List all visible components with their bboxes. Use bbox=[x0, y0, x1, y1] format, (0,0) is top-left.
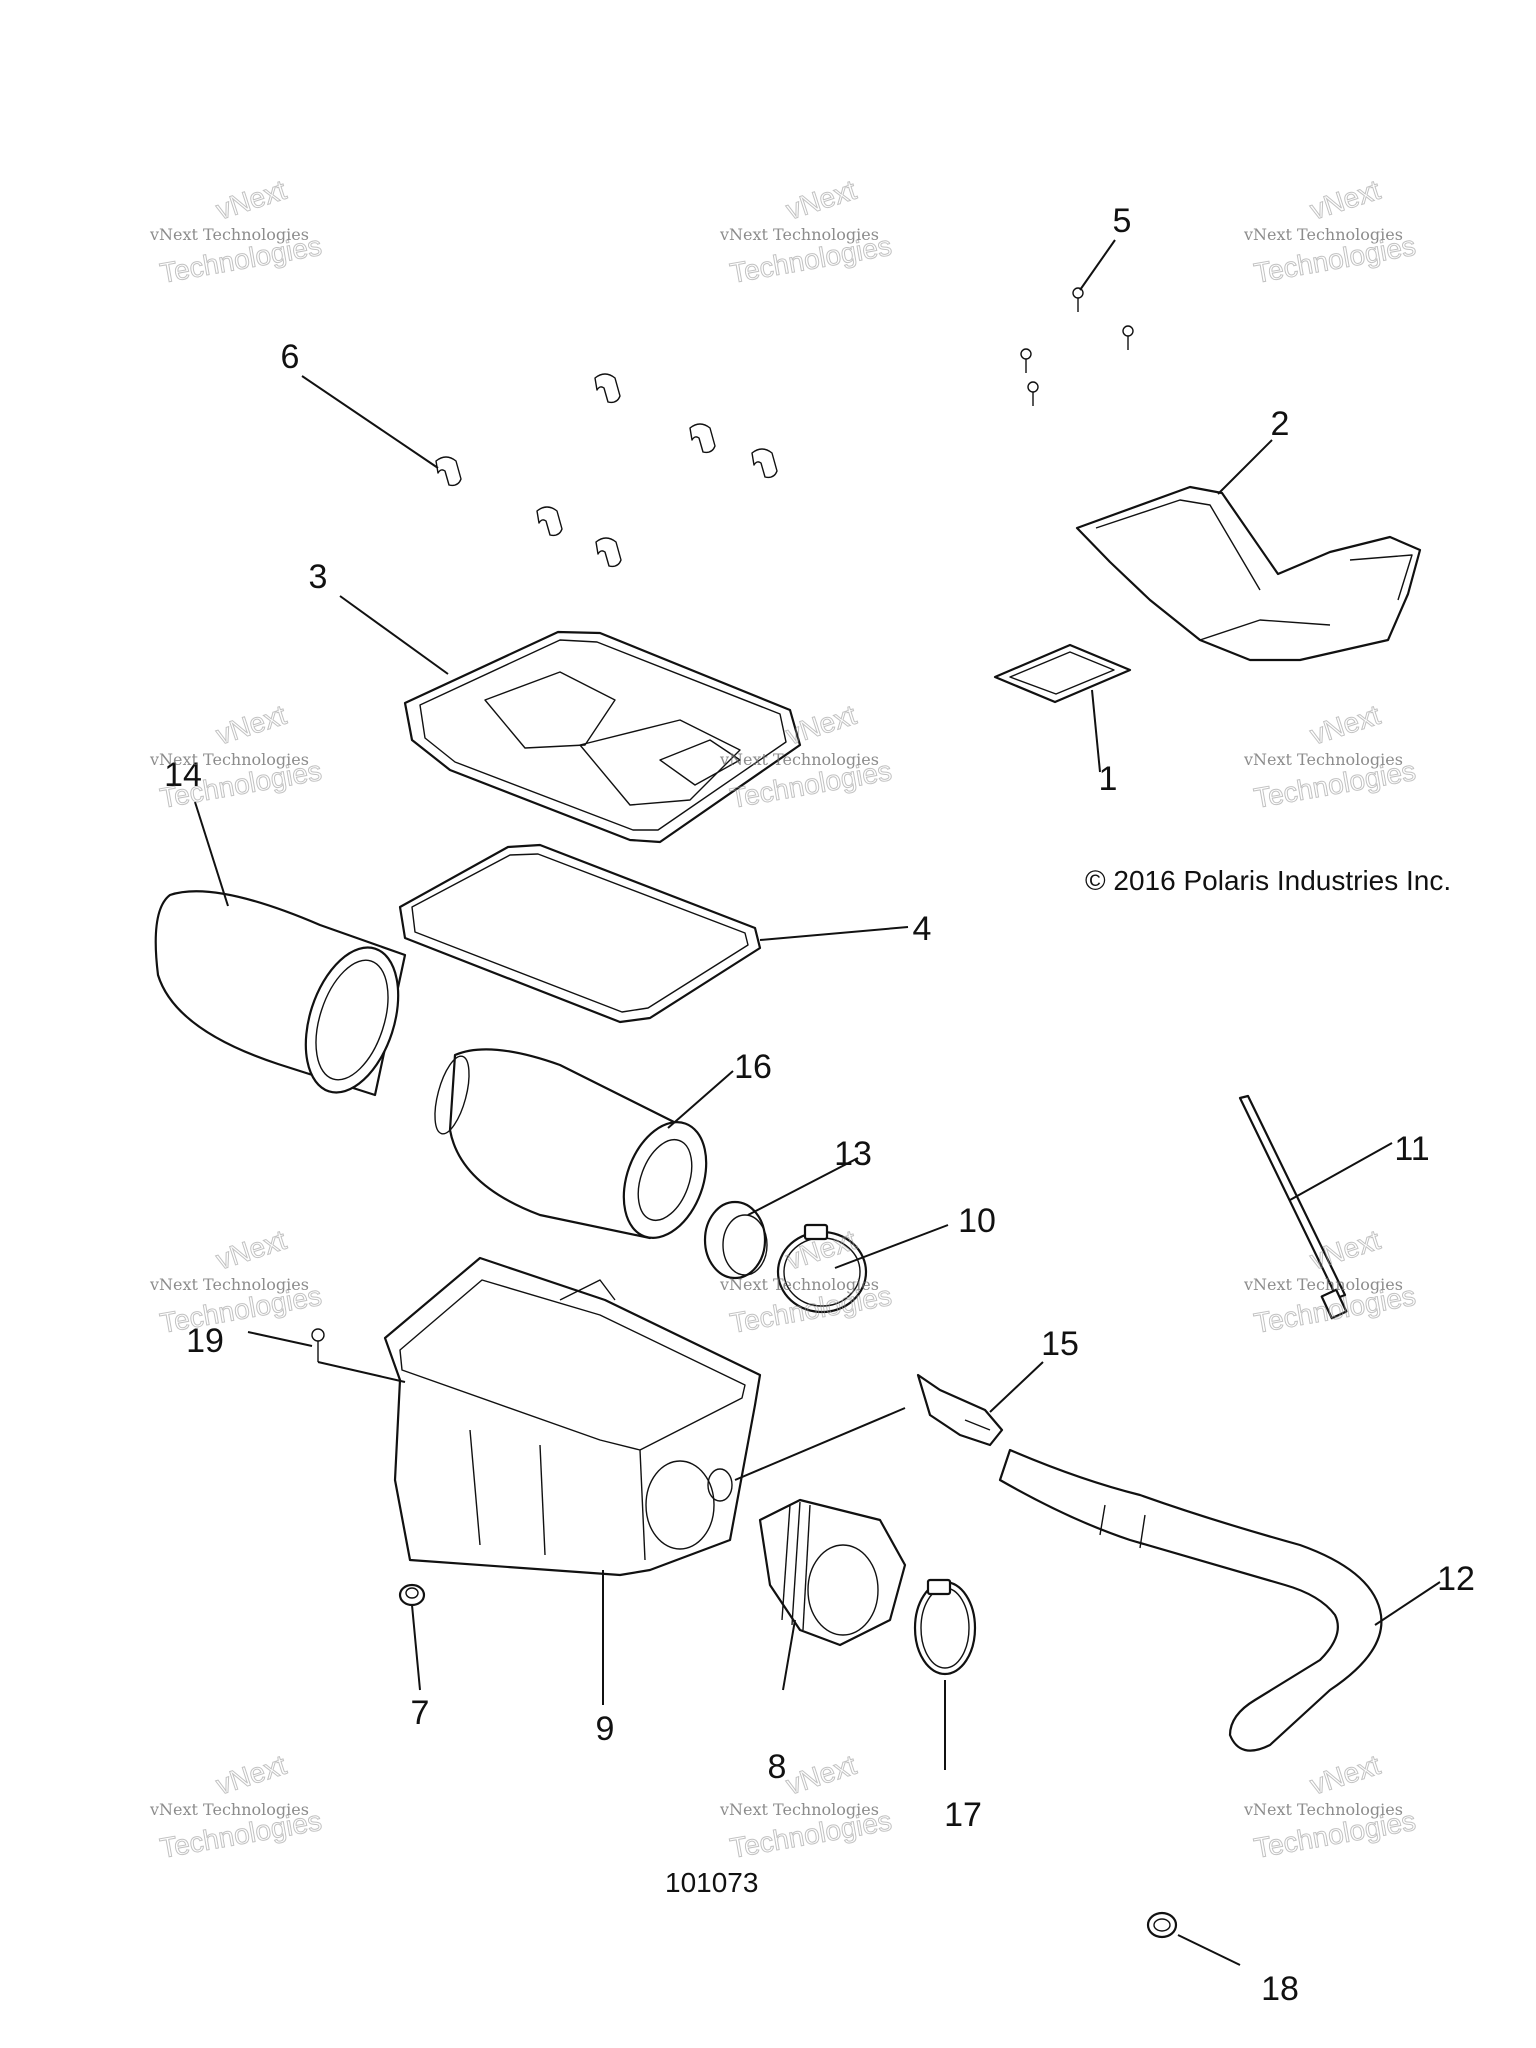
watermark-r4c2: vNext vNext Technologies Technologies bbox=[719, 1749, 895, 1865]
leader-lines bbox=[194, 239, 1441, 1966]
callout-19: 19 bbox=[186, 1322, 224, 1360]
callout-labels: 1 2 3 4 5 6 7 8 9 10 11 12 13 14 15 16 1… bbox=[164, 202, 1475, 2008]
svg-text:vNext: vNext bbox=[1306, 1749, 1384, 1801]
callout-2: 2 bbox=[1271, 405, 1290, 443]
callout-11: 11 bbox=[1394, 1130, 1429, 1168]
drain-cap-7 bbox=[398, 1583, 426, 1607]
watermark-r1c2: vNext vNext Technologies Technologies bbox=[719, 174, 895, 290]
svg-text:vNext Technologies: vNext Technologies bbox=[149, 1275, 309, 1294]
callout-3: 3 bbox=[309, 558, 328, 596]
callout-16: 16 bbox=[734, 1048, 772, 1086]
watermark-r4c1: vNext vNext Technologies Technologies bbox=[149, 1749, 325, 1865]
callout-5: 5 bbox=[1113, 202, 1132, 240]
svg-text:vNext: vNext bbox=[212, 699, 290, 751]
seal-4 bbox=[398, 843, 762, 1024]
callout-9: 9 bbox=[596, 1710, 615, 1748]
callout-1: 1 bbox=[1099, 760, 1118, 798]
svg-text:vNext: vNext bbox=[782, 699, 860, 751]
svg-text:vNext Technologies: vNext Technologies bbox=[1243, 1800, 1403, 1819]
svg-text:vNext Technologies: vNext Technologies bbox=[719, 1800, 879, 1819]
svg-text:vNext Technologies: vNext Technologies bbox=[719, 750, 879, 769]
svg-text:vNext: vNext bbox=[212, 1749, 290, 1801]
airbox-housing-9 bbox=[383, 1256, 762, 1577]
clamp-17 bbox=[913, 1578, 977, 1676]
svg-text:vNext Technologies: vNext Technologies bbox=[1243, 225, 1403, 244]
intake-boot-8 bbox=[758, 1498, 907, 1647]
fitting-15 bbox=[916, 1373, 1004, 1447]
svg-text:vNext: vNext bbox=[782, 174, 860, 226]
watermark-r2c3: vNext vNext Technologies Technologies bbox=[1243, 699, 1419, 815]
svg-text:vNext: vNext bbox=[1306, 699, 1384, 751]
sleeve-13 bbox=[703, 1200, 768, 1280]
callout-4: 4 bbox=[913, 910, 932, 948]
screw-group-5 bbox=[1020, 287, 1134, 406]
watermark-r4c3: vNext vNext Technologies Technologies bbox=[1243, 1749, 1419, 1865]
svg-text:vNext Technologies: vNext Technologies bbox=[149, 750, 309, 769]
callout-6: 6 bbox=[281, 338, 300, 376]
callout-8: 8 bbox=[768, 1748, 787, 1786]
clamp-10 bbox=[776, 1223, 868, 1314]
intake-duct-2 bbox=[1075, 485, 1422, 662]
pre-filter-14 bbox=[154, 890, 407, 1097]
svg-text:vNext Technologies: vNext Technologies bbox=[1243, 750, 1403, 769]
callout-17: 17 bbox=[944, 1796, 982, 1834]
svg-text:vNext: vNext bbox=[212, 1224, 290, 1276]
watermark-r1c3: vNext vNext Technologies Technologies bbox=[1243, 174, 1419, 290]
watermark-r1c1: vNext vNext Technologies Technologies bbox=[149, 174, 325, 290]
svg-text:vNext: vNext bbox=[782, 1749, 860, 1801]
clamp-18 bbox=[1146, 1911, 1178, 1939]
diagram-reference-number: 101073 bbox=[665, 1867, 758, 1898]
hose-12 bbox=[998, 1448, 1383, 1752]
svg-text:vNext: vNext bbox=[1306, 1224, 1384, 1276]
svg-text:vNext: vNext bbox=[212, 174, 290, 226]
callout-10: 10 bbox=[958, 1202, 996, 1240]
svg-text:vNext Technologies: vNext Technologies bbox=[719, 225, 879, 244]
callout-14: 14 bbox=[164, 756, 202, 794]
callout-7: 7 bbox=[411, 1694, 430, 1732]
svg-text:vNext Technologies: vNext Technologies bbox=[719, 1275, 879, 1294]
watermark-r3c3: vNext vNext Technologies Technologies bbox=[1243, 1224, 1419, 1340]
watermark-r2c1: vNext vNext Technologies Technologies bbox=[149, 699, 325, 815]
screw-19 bbox=[311, 1328, 325, 1362]
clip-group-6 bbox=[435, 373, 778, 568]
copyright-notice: © 2016 Polaris Industries Inc. bbox=[1085, 865, 1451, 896]
callout-13: 13 bbox=[834, 1135, 872, 1173]
svg-text:vNext Technologies: vNext Technologies bbox=[149, 1800, 309, 1819]
airbox-cover-3 bbox=[403, 630, 802, 844]
callout-12: 12 bbox=[1437, 1560, 1475, 1598]
watermark-r3c1: vNext vNext Technologies Technologies bbox=[149, 1224, 325, 1340]
svg-text:vNext Technologies: vNext Technologies bbox=[149, 225, 309, 244]
svg-text:vNext Technologies: vNext Technologies bbox=[1243, 1275, 1403, 1294]
air-filter-16 bbox=[434, 1048, 708, 1240]
svg-text:vNext: vNext bbox=[1306, 174, 1384, 226]
callout-18: 18 bbox=[1261, 1970, 1299, 2008]
gasket-plate-1 bbox=[993, 643, 1132, 704]
callout-15: 15 bbox=[1041, 1325, 1079, 1363]
strap-11 bbox=[1238, 1094, 1348, 1320]
